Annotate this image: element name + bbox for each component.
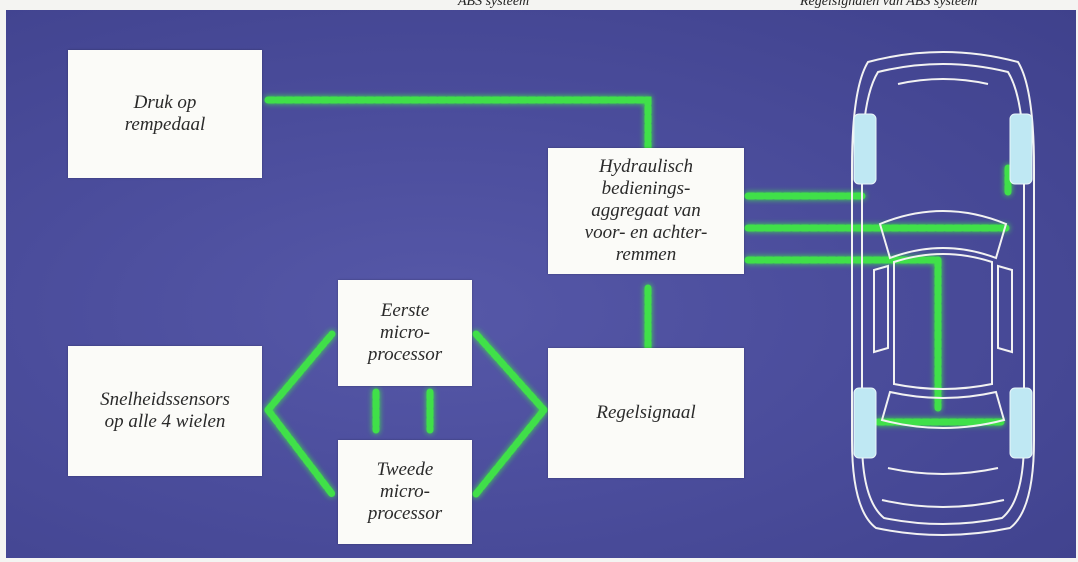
- car-hood-line: [897, 78, 989, 85]
- link-cpu1-to-control: [472, 330, 548, 414]
- box-pedal-pressure: Druk op rempedaal: [68, 50, 262, 178]
- box-first-microprocessor: Eerste micro- processor: [338, 280, 472, 386]
- box-control-label: Regelsignaal: [596, 402, 696, 423]
- car-body-outline: [851, 51, 1035, 536]
- car-rear-bumper: [881, 499, 1005, 508]
- car-side-window-right: [997, 264, 1013, 354]
- car-top-view-icon: [851, 51, 1035, 536]
- link-sensors-to-cpu2: [264, 406, 336, 498]
- link-pedal-to-hydraulic: [264, 96, 652, 154]
- link-cpu2-to-control: [472, 406, 548, 498]
- caption-abs-system: ABS systeem: [458, 0, 530, 9]
- diagram-panel: Druk op rempedaal Hydraulisch bedienings…: [6, 10, 1076, 558]
- signal-links: [264, 96, 1012, 498]
- box-sensors-label: Snelheidssensors op alle 4 wielen: [100, 389, 230, 432]
- car-roof: [893, 253, 993, 390]
- box-hydraulic-unit: Hydraulisch bedienings- aggregaat van vo…: [548, 148, 744, 274]
- wheel-front-left: [853, 113, 877, 185]
- link-sensors-to-cpu1: [264, 330, 336, 414]
- box-speed-sensors: Snelheidssensors op alle 4 wielen: [68, 346, 262, 476]
- car-windshield: [878, 210, 1008, 260]
- wheel-rear-right: [1009, 387, 1033, 459]
- box-pedal-label: Druk op rempedaal: [124, 92, 206, 135]
- box-cpu1-label: Eerste micro- processor: [367, 300, 443, 365]
- box-cpu2-label: Tweede micro- processor: [367, 459, 443, 524]
- box-second-microprocessor: Tweede micro- processor: [338, 440, 472, 544]
- car-trunk-line: [887, 467, 999, 475]
- caption-control-signals: Regelsignalen van ABS systeem: [800, 0, 978, 9]
- car-inner-outline: [861, 63, 1025, 525]
- box-hydraulic-label: Hydraulisch bedienings- aggregaat van vo…: [584, 156, 708, 265]
- car-side-window-left: [873, 264, 889, 354]
- wheel-front-right: [1009, 113, 1033, 185]
- car-rear-window: [880, 390, 1006, 429]
- wheel-rear-left: [853, 387, 877, 459]
- box-control-signal: Regelsignaal: [548, 348, 744, 478]
